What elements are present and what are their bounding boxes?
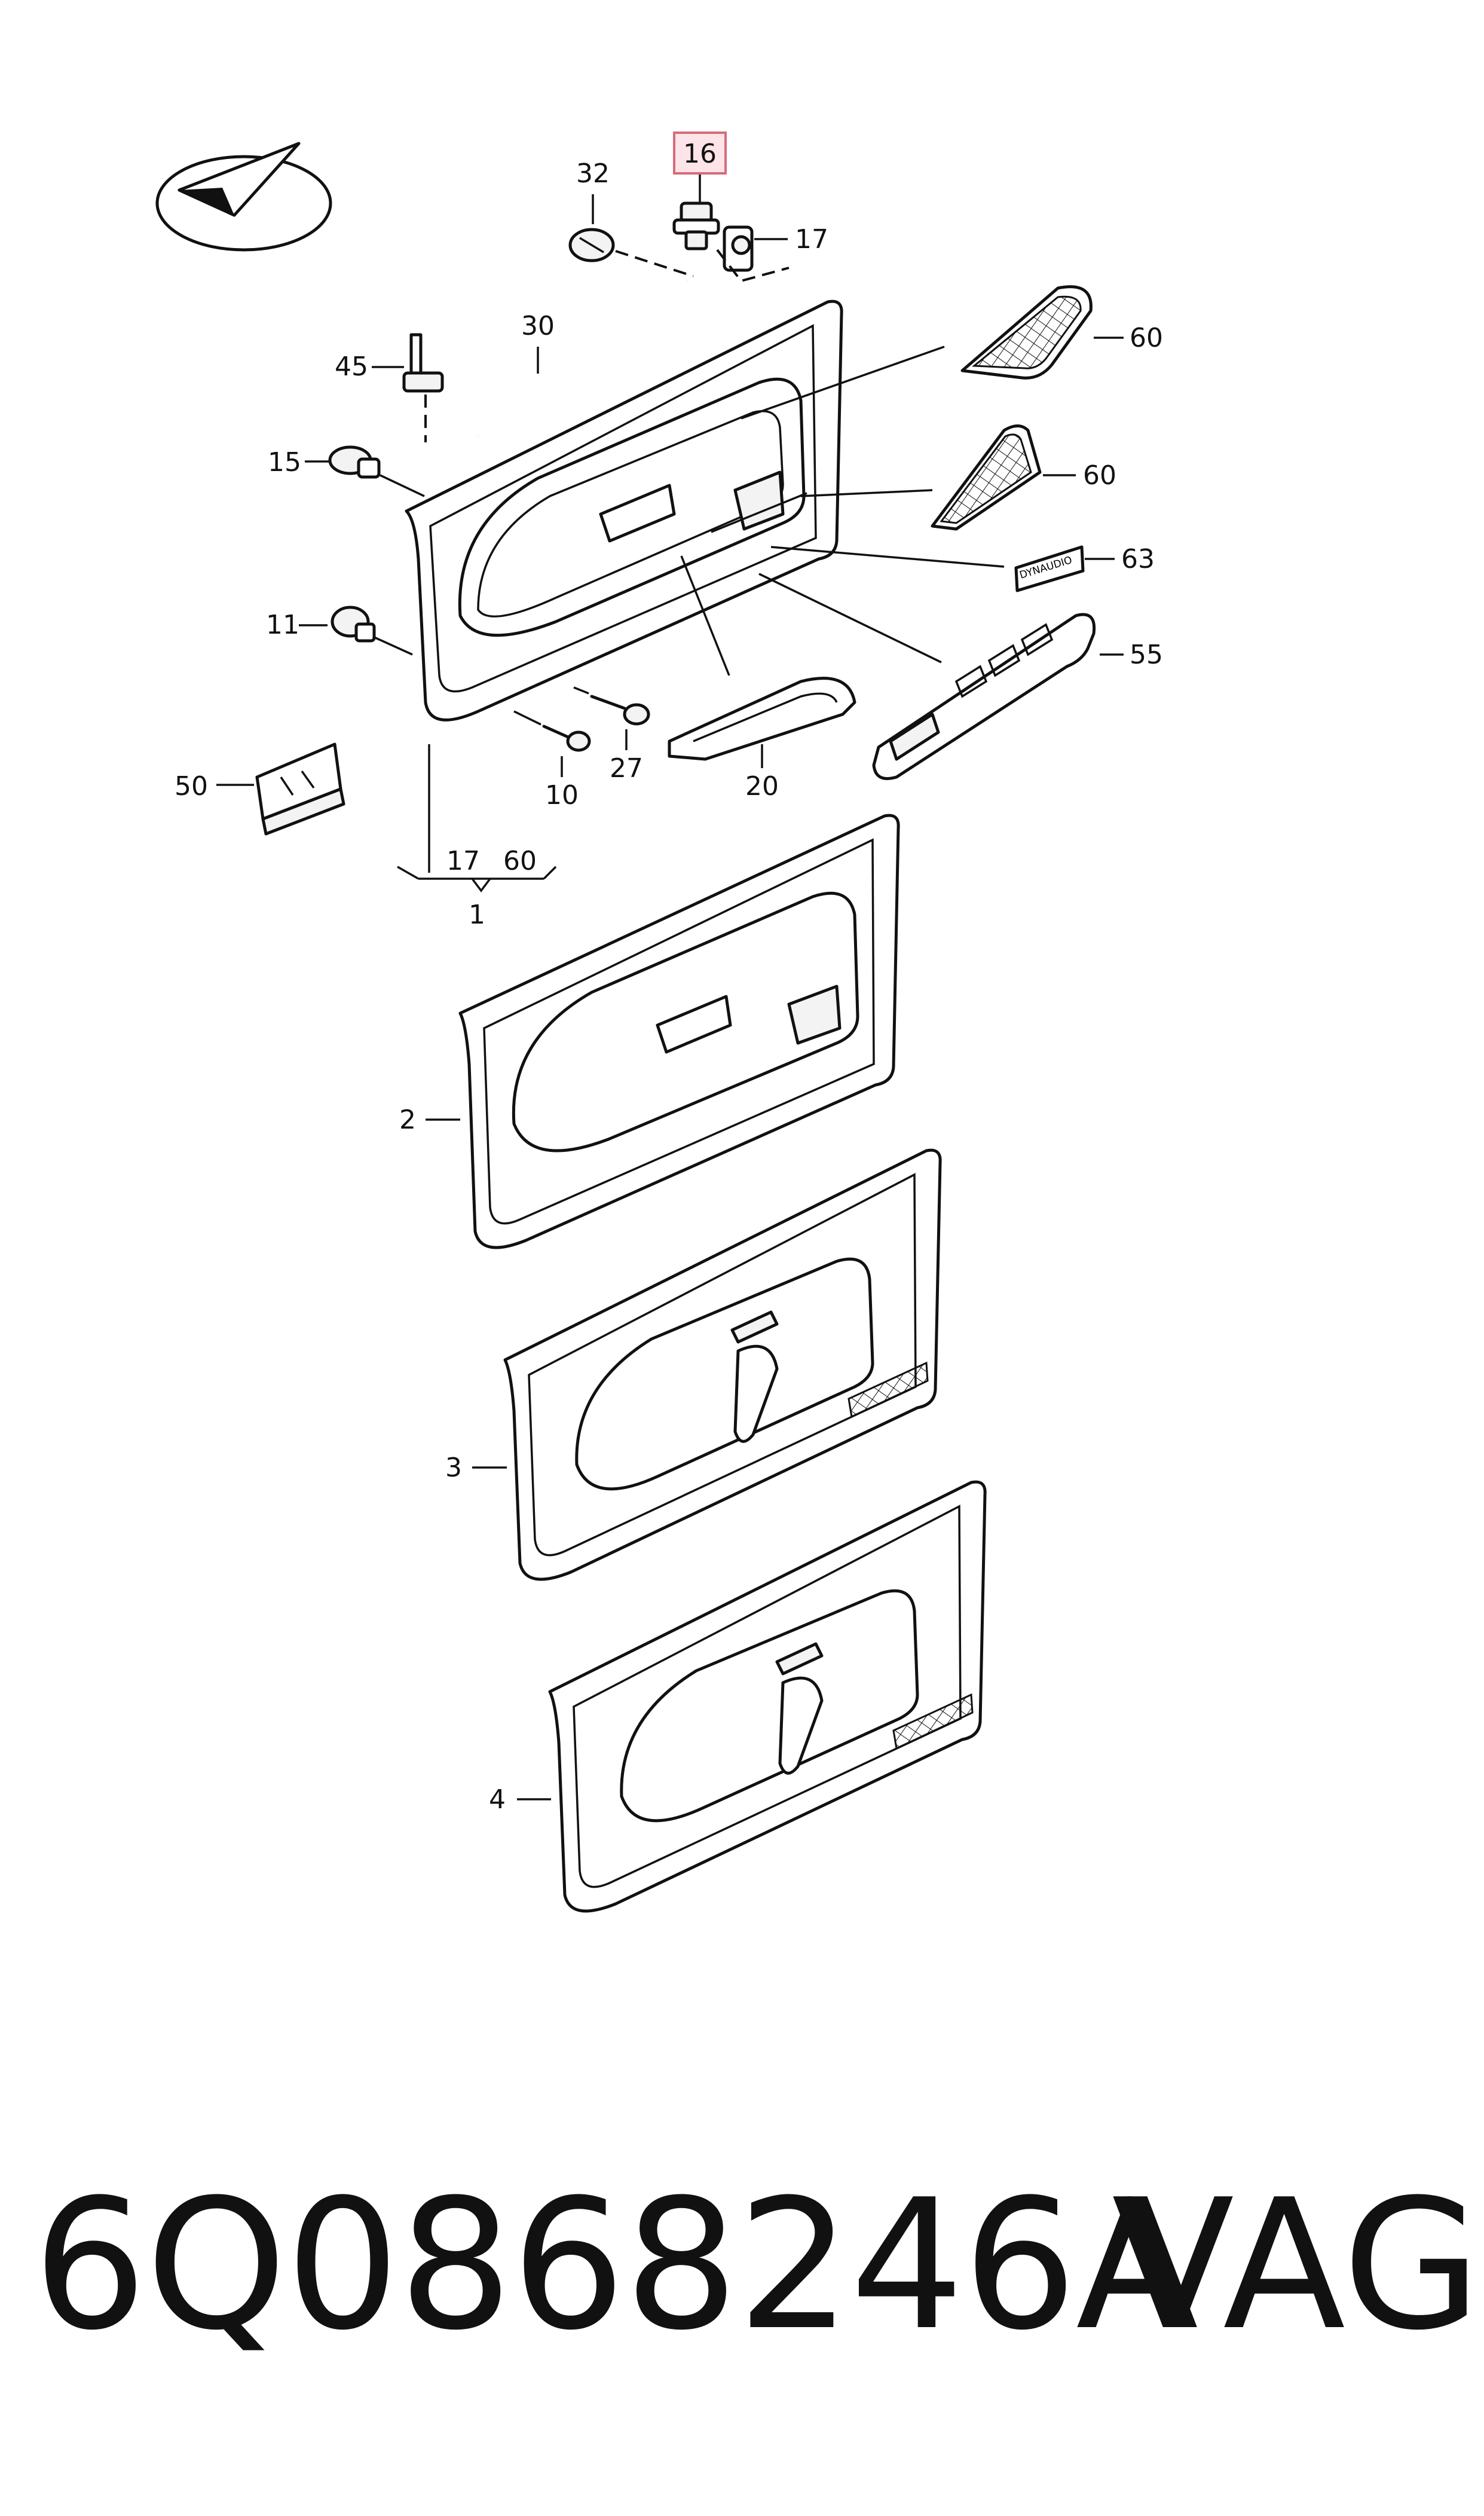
callout-32[interactable]: 32 xyxy=(576,158,610,224)
svg-text:60: 60 xyxy=(1083,460,1116,491)
svg-text:17: 17 xyxy=(795,224,828,255)
svg-text:1: 1 xyxy=(469,900,485,930)
bracket-50 xyxy=(255,742,345,836)
screw-27 xyxy=(590,695,650,726)
clip-45 xyxy=(402,333,444,393)
part-number: 6Q0868246A xyxy=(33,2161,1198,2370)
door-panel-3[interactable] xyxy=(503,1148,942,1581)
screw-10 xyxy=(542,724,591,752)
dynaudio-badge: DYNAUDIO xyxy=(1014,545,1085,592)
group-bracket-1[interactable]: 17 60 1 xyxy=(397,744,557,930)
brand-label: VAG xyxy=(1112,2161,1482,2370)
svg-text:45: 45 xyxy=(335,351,368,382)
svg-text:60: 60 xyxy=(1130,323,1163,353)
svg-text:30: 30 xyxy=(521,311,555,341)
callout-2[interactable]: 2 xyxy=(399,1105,460,1135)
svg-text:16: 16 xyxy=(683,139,717,169)
clip-16 xyxy=(672,201,720,250)
callout-16[interactable]: 16 xyxy=(673,132,727,203)
callout-55[interactable]: 55 xyxy=(1100,640,1163,670)
callout-63[interactable]: 63 xyxy=(1085,544,1155,574)
callout-4[interactable]: 4 xyxy=(489,1784,551,1815)
clip-15 xyxy=(328,445,381,479)
svg-text:32: 32 xyxy=(576,158,610,189)
callout-45[interactable]: 45 xyxy=(335,351,404,382)
cap-32 xyxy=(568,228,615,262)
door-panel-2[interactable] xyxy=(458,814,900,1249)
parts-diagram: 16 17 32 30 45 xyxy=(155,132,1163,1913)
callout-3[interactable]: 3 xyxy=(445,1453,507,1483)
svg-text:17: 17 xyxy=(446,846,480,876)
clip-11 xyxy=(331,606,376,643)
callout-50[interactable]: 50 xyxy=(175,771,254,802)
svg-text:63: 63 xyxy=(1121,544,1155,574)
clip-17 xyxy=(723,225,754,272)
svg-text:20: 20 xyxy=(745,771,779,802)
svg-text:15: 15 xyxy=(268,447,301,478)
callout-60-lower[interactable]: 60 xyxy=(1043,460,1116,491)
svg-text:4: 4 xyxy=(489,1784,506,1815)
door-panel-1[interactable] xyxy=(405,299,843,722)
door-panel-4[interactable] xyxy=(548,1480,987,1913)
callout-17[interactable]: 17 xyxy=(754,224,828,255)
callout-11[interactable]: 11 xyxy=(266,610,328,640)
callout-20[interactable]: 20 xyxy=(745,744,779,802)
callout-10[interactable]: 10 xyxy=(545,756,579,811)
svg-text:60: 60 xyxy=(503,846,537,876)
svg-text:55: 55 xyxy=(1130,640,1163,670)
orientation-arrow-icon xyxy=(155,142,332,252)
svg-text:27: 27 xyxy=(610,753,643,784)
door-handle-20 xyxy=(668,677,856,761)
svg-text:2: 2 xyxy=(399,1105,416,1135)
callout-30[interactable]: 30 xyxy=(521,311,555,374)
speaker-grille-lower xyxy=(931,424,1042,531)
svg-text:50: 50 xyxy=(175,771,208,802)
callout-27[interactable]: 27 xyxy=(610,729,643,784)
speaker-grille-upper xyxy=(960,285,1093,380)
svg-text:10: 10 xyxy=(545,780,579,811)
callout-15[interactable]: 15 xyxy=(268,447,329,478)
svg-text:11: 11 xyxy=(266,610,299,640)
callout-60-upper[interactable]: 60 xyxy=(1094,323,1163,353)
window-switch-panel-55 xyxy=(872,613,1096,780)
svg-text:3: 3 xyxy=(445,1453,462,1483)
